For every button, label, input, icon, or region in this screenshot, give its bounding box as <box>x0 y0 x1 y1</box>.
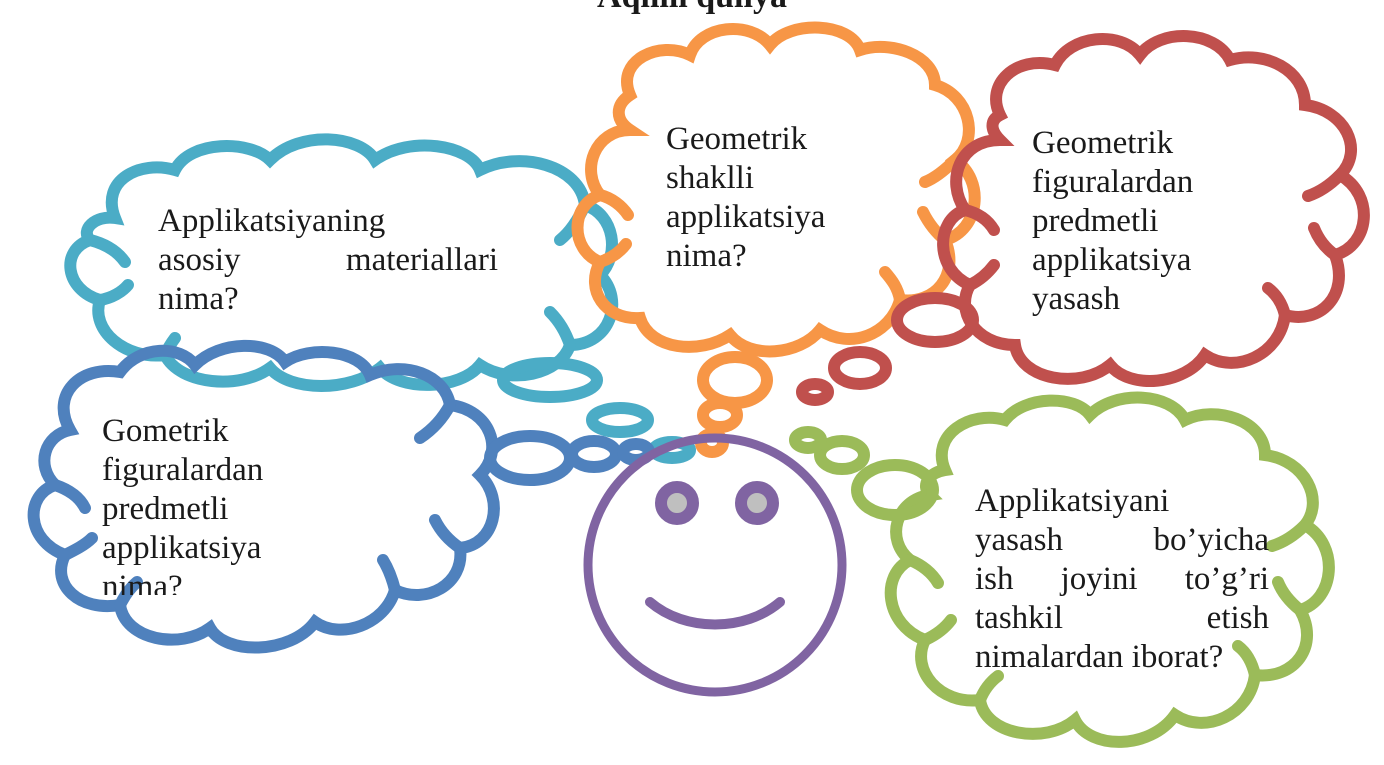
text-line: applikatsiya <box>666 199 826 235</box>
word: joyini <box>1060 561 1138 597</box>
word: materiallari <box>345 242 498 278</box>
text-line: tashkil etish <box>975 599 1269 638</box>
text-line: applikatsiya <box>102 530 262 566</box>
text-line: Gometrik <box>102 413 229 449</box>
word: yasash <box>975 522 1063 558</box>
word: tashkil <box>975 600 1063 636</box>
cyan-bubble-text: Applikatsiyaning asosiy materiallari nim… <box>158 202 498 319</box>
blue-bubble-text: Gometrik figuralardan predmetli applikat… <box>102 412 302 595</box>
text-line: nima? <box>666 238 747 274</box>
text-line: yasash bo’yicha <box>975 521 1269 560</box>
text-line: predmetli <box>102 491 229 527</box>
text-line: ish joyini to’g’ri <box>975 560 1269 599</box>
cloud-red <box>796 30 1370 406</box>
text-line: shaklli <box>666 160 754 196</box>
word: asosiy <box>158 242 241 278</box>
word: ish <box>975 561 1014 597</box>
diagram-title: Aqliiii quiiya <box>0 0 1384 16</box>
green-bubble-text: Applikatsiyani yasash bo’yicha ish joyin… <box>975 482 1269 677</box>
text-line: nima? <box>102 569 183 595</box>
text-line: Applikatsiyaning <box>158 203 386 239</box>
text-line: predmetli <box>1032 203 1159 239</box>
word: bo’yicha <box>1153 522 1269 558</box>
text-line: yasash <box>1032 281 1120 317</box>
text-line: figuralardan <box>102 452 264 488</box>
word: etish <box>1206 600 1269 636</box>
text-line: Applikatsiyani <box>975 483 1170 519</box>
text-line: nimalardan iborat? <box>975 639 1224 675</box>
smiley-face-icon <box>583 433 847 697</box>
text-line: figuralardan <box>1032 164 1194 200</box>
text-line: applikatsiya <box>1032 242 1192 278</box>
orange-bubble-text: Geometrik shaklli applikatsiya nima? <box>666 120 886 276</box>
text-line: asosiy materiallari <box>158 241 498 280</box>
text-line: Geometrik <box>1032 125 1174 161</box>
text-line: nima? <box>158 281 239 317</box>
red-bubble-text: Geometrik figuralardan predmetli applika… <box>1032 124 1252 319</box>
text-line: Geometrik <box>666 121 808 157</box>
cloud-green <box>789 391 1335 748</box>
word: to’g’ri <box>1184 561 1269 597</box>
